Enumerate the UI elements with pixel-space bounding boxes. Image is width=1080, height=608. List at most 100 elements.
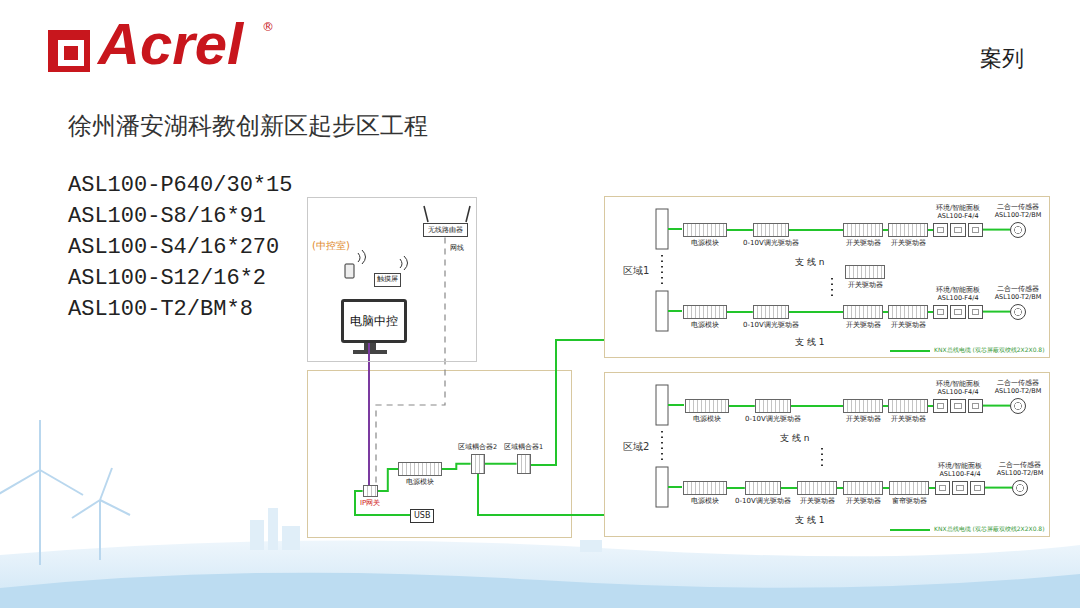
wifi-signal [400, 256, 408, 270]
device-label: 区域耦合器2 [458, 444, 497, 452]
knx-bus-line [985, 487, 1012, 489]
power-module: 电源模块 [683, 481, 727, 505]
device-symbol [888, 223, 928, 237]
device-label: 0-10V调光驱动器 [745, 415, 801, 423]
device-symbol [683, 223, 727, 237]
smart-panel: 环境/智能面板 ASL100-F4/4 [933, 381, 983, 413]
turbine-blade [72, 500, 100, 518]
device-symbol [745, 481, 781, 495]
area-coupler: 区域耦合器2 [458, 444, 497, 474]
logo-mark [64, 46, 78, 60]
device-symbol [1010, 222, 1026, 238]
device-symbol [843, 223, 883, 237]
sensor: 二合一传感器 ASL100-T2/BM [993, 380, 1043, 414]
device-label: 开关驱动器 [891, 239, 926, 247]
device-label: 电源模块 [691, 239, 719, 247]
panel-key [950, 223, 965, 237]
turbine-tower [39, 470, 41, 565]
device-symbol [935, 481, 985, 495]
dimmer-actuator: 0-10V调光驱动器 [743, 223, 799, 247]
bus-stub [668, 229, 684, 487]
device-label: 二合一传感器 ASL100-T2/BM [993, 286, 1043, 302]
device-label: 电源模块 [406, 478, 434, 486]
area-panel: 区域2电源模块0-10V调光驱动器开关驱动器开关驱动器环境/智能面板 ASL10… [604, 372, 1050, 537]
bus-stub [668, 404, 684, 406]
device-label: 电源模块 [693, 415, 721, 423]
bus-stub [668, 486, 682, 488]
turbine-blade [100, 468, 112, 500]
control-room-panel: (中控室) 无线路由器触摸屏电脑中控 [307, 197, 477, 362]
node-label: 电脑中控 [350, 313, 398, 330]
panel-key [933, 223, 948, 237]
device-symbol [683, 481, 727, 495]
product-quantity: ASL100-P640/30*15 [68, 173, 292, 198]
area-panel: 区域1电源模块0-10V调光驱动器开关驱动器开关驱动器环境/智能面板 ASL10… [604, 196, 1050, 358]
dimmer-actuator: 0-10V调光驱动器 [735, 481, 791, 505]
dimmer-actuator: 0-10V调光驱动器 [745, 399, 801, 423]
turbine-blade [100, 500, 130, 515]
device-label: 开关驱动器 [891, 415, 926, 423]
knx-bus-line [789, 311, 843, 313]
device-symbol [933, 399, 983, 413]
device-symbol [888, 399, 928, 413]
device-label: 二合一传感器 ASL100-T2/BM [995, 462, 1045, 478]
legend-entry: KNX总线电缆 (双芯屏蔽双绞线2X2X0.8) [890, 525, 1045, 534]
switch-actuator: 开关驱动器 [843, 305, 883, 329]
device-symbol [797, 481, 837, 495]
pc-monitor: 电脑中控 [341, 299, 407, 343]
knx-bus-line [729, 405, 755, 407]
legend-line-sample [890, 350, 930, 352]
turbine-blade [40, 470, 83, 495]
knx-bus-line [727, 487, 745, 489]
turbine-blade [39, 420, 41, 470]
device-symbol [843, 305, 883, 319]
knx-bus-line [442, 464, 471, 469]
usb-box: USB [410, 509, 434, 523]
legend-text: KNX总线电缆 (双芯屏蔽双绞线2X2X0.8) [934, 525, 1045, 534]
legend-line-sample [890, 529, 930, 531]
device-label: 环境/智能面板 ASL100-F4/4 [933, 381, 983, 397]
knx-bus-line [727, 229, 753, 231]
page-title: 徐州潘安湖科教创新区起步区工程 [68, 110, 428, 142]
line-coupler [656, 291, 668, 331]
panel-key [950, 399, 965, 413]
smart-panel: 环境/智能面板 ASL100-F4/4 [933, 287, 983, 319]
phone-icon [345, 264, 354, 278]
node-label: 无线路由器 [428, 226, 463, 234]
knx-bus-line [983, 405, 1010, 407]
knx-bus-line [983, 229, 1010, 231]
knx-bus-line [478, 474, 604, 515]
bus-panel-frame [308, 371, 572, 538]
product-quantity: ASL100-S4/16*270 [68, 235, 279, 260]
network-cable [368, 343, 370, 485]
logo-mark [48, 30, 90, 72]
skyline [268, 508, 278, 550]
device-symbol [889, 481, 929, 495]
router-box: 无线路由器 [423, 223, 468, 237]
legend-entry: KNX总线电缆 (双芯屏蔽双绞线2X2X0.8) [890, 346, 1045, 355]
node-label: 触摸屏 [377, 276, 398, 284]
registered-mark: ® [262, 20, 274, 34]
line-coupler [656, 467, 668, 507]
device-label: 电源模块 [691, 497, 719, 505]
knx-bus-line [789, 229, 843, 231]
skyline [282, 526, 300, 550]
smart-panel: 环境/智能面板 ASL100-F4/4 [933, 205, 983, 237]
device-label: 开关驱动器 [848, 281, 883, 289]
line-coupler [656, 209, 668, 507]
area-coupler: 区域耦合器1 [504, 444, 543, 474]
continuation-dots [661, 255, 663, 286]
logo-text: Acrel [98, 10, 243, 77]
logo-mark [58, 40, 84, 66]
turbine-blade [0, 470, 40, 495]
device-symbol [1010, 398, 1026, 414]
node-label: 区域1 [623, 264, 649, 278]
product-quantity: ASL100-S12/16*2 [68, 266, 266, 291]
device-symbol [753, 305, 789, 319]
device-symbol [845, 265, 885, 279]
power-module: 电源模块 [683, 223, 727, 247]
power-module: 电源模块 [398, 462, 442, 486]
node-label: (中控室) [312, 239, 350, 253]
branch-label: 支 线 n [780, 432, 809, 445]
